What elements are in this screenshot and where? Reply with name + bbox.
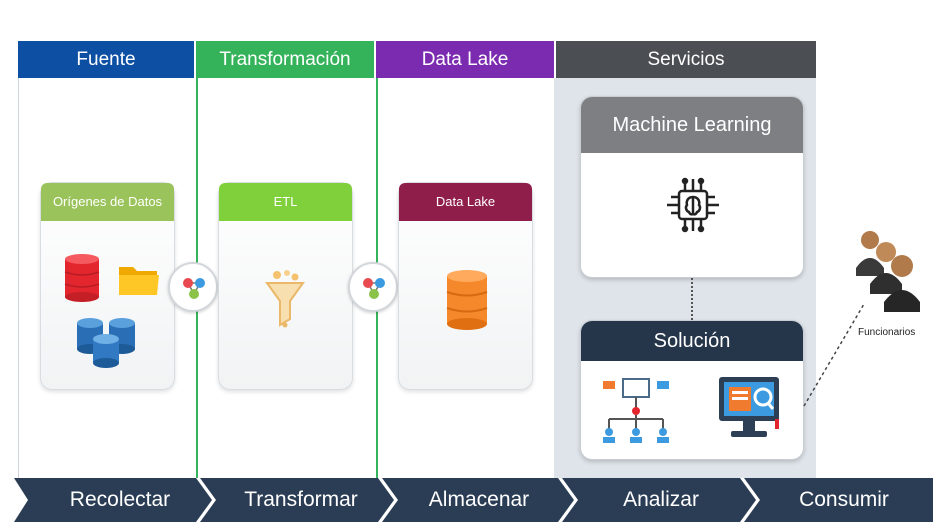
- users-label: Funcionarios: [858, 327, 916, 338]
- machine-learning-title: Machine Learning: [581, 97, 803, 153]
- stage-recolectar: Recolectar: [69, 488, 171, 511]
- stage-arrow-bar: [14, 478, 933, 522]
- data-lake-card: Data Lake: [398, 182, 533, 390]
- stage-arrow-consumir: [744, 478, 933, 522]
- header-fuente: Fuente: [18, 41, 194, 78]
- database-icon: [63, 253, 101, 303]
- machine-learning-card: Machine Learning: [580, 96, 804, 278]
- etl-card: ETL: [218, 182, 353, 390]
- origenes-card: Orígenes de Datos: [40, 182, 175, 390]
- chip-brain-icon: [661, 173, 725, 237]
- origenes-card-title: Orígenes de Datos: [41, 183, 174, 221]
- stage-transformar: Transformar: [244, 488, 358, 511]
- integration-connector-2: [348, 262, 398, 312]
- stage-arrow-recolectar: [14, 478, 212, 522]
- header-transformacion: Transformación: [196, 41, 374, 78]
- stage-almacenar: Almacenar: [428, 488, 530, 511]
- users-icon: [852, 226, 924, 314]
- data-lake-card-title: Data Lake: [399, 183, 532, 221]
- folder-icon: [117, 261, 161, 297]
- integration-icon: [181, 275, 207, 301]
- stage-arrow-transformar: [200, 478, 394, 522]
- solucion-title: Solución: [581, 321, 803, 361]
- database-cluster-icon: [75, 313, 139, 369]
- integration-connector-1: [168, 262, 218, 312]
- database-icon: [445, 269, 489, 331]
- monitor-analytics-icon: [717, 375, 781, 441]
- funnel-icon: [263, 269, 307, 329]
- header-data-lake: Data Lake: [376, 41, 554, 78]
- stage-arrow-almacenar: [382, 478, 574, 522]
- etl-card-title: ETL: [219, 183, 352, 221]
- integration-icon: [361, 275, 387, 301]
- solucion-card: Solución: [580, 320, 804, 460]
- header-servicios: Servicios: [556, 41, 816, 78]
- stage-arrow-analizar: [562, 478, 756, 522]
- network-diagram-icon: [599, 375, 673, 445]
- stage-consumir: Consumir: [799, 488, 889, 511]
- stage-analizar: Analizar: [623, 488, 699, 511]
- ml-solucion-connector: [691, 278, 693, 320]
- solucion-users-connector: [803, 303, 865, 407]
